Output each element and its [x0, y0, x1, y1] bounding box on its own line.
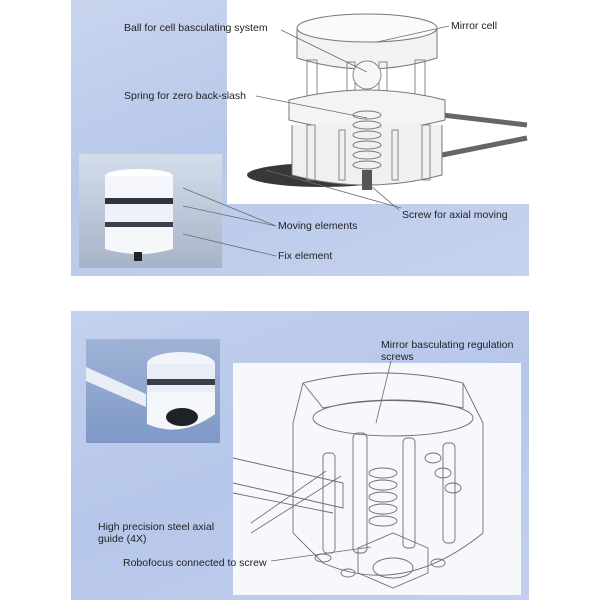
mirror-cell-wireframe-render — [227, 0, 529, 204]
label-robofocus-screw: Robofocus connected to screw — [123, 557, 267, 569]
top-leader-lines — [182, 25, 450, 257]
bottom-figure-panel: Mirror basculating regulation screws Hig… — [71, 311, 529, 600]
guide-wireframe-drawing — [233, 372, 484, 589]
mirror-cell-drawing — [247, 13, 528, 190]
label-mirror-cell: Mirror cell — [451, 20, 498, 32]
shaded-cell-drawing — [105, 169, 173, 261]
guide-wireframe-render — [233, 363, 521, 595]
guide-shaded-drawing — [86, 352, 215, 430]
label-spring-zero-backslash: Spring for zero back-slash — [124, 90, 246, 102]
guide-shaded-render — [86, 339, 220, 443]
label-mirror-regulation-screws: Mirror basculating regulation screws — [381, 339, 514, 363]
label-fix-element: Fix element — [278, 250, 333, 262]
label-ball-cell-basculating: Ball for cell basculating system — [124, 22, 268, 34]
label-screw-axial-moving: Screw for axial moving — [402, 209, 508, 221]
label-steel-axial-guide: High precision steel axial guide (4X) — [98, 521, 215, 545]
bottom-leader-lines — [250, 360, 392, 562]
label-moving-elements: Moving elements — [278, 220, 358, 232]
top-figure-panel: Ball for cell basculating system Mirror … — [71, 0, 529, 276]
mirror-cell-shaded-render — [79, 154, 222, 268]
